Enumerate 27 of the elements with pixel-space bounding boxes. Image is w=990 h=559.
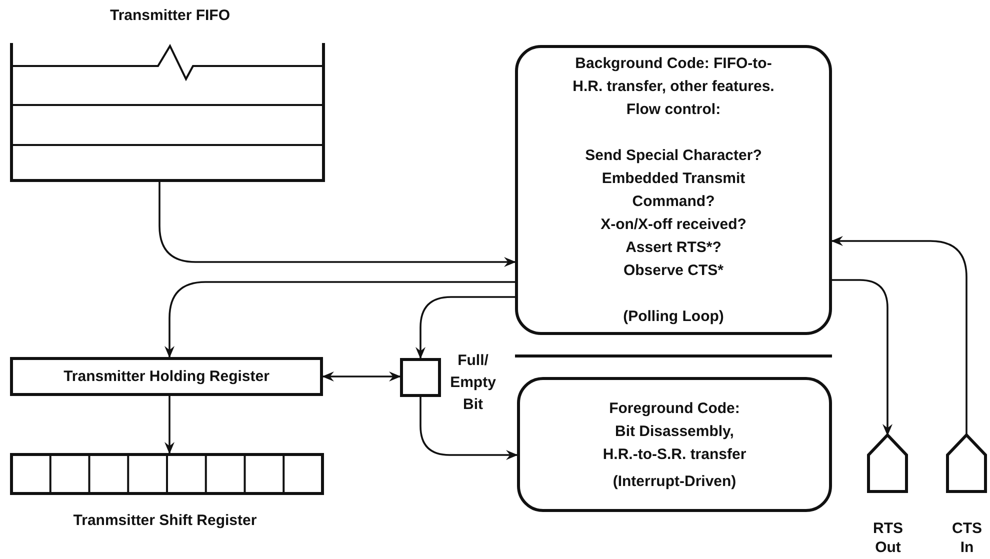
heading-text: Background Code: FIFO-to-H.R. transfer, other features. Flow control:: [572, 54, 776, 120]
arrow: [420, 397, 518, 460]
port-label: RTS Out: [872, 519, 904, 557]
arrow: [158, 182, 516, 267]
arrow: [832, 279, 892, 436]
heading-text: Foreground Code: Bit Disassembly, H.R.-to-S.R. transfer: [602, 398, 748, 464]
arrow: [164, 396, 174, 454]
port-label: CTS In: [951, 519, 983, 557]
register-box: [10, 357, 323, 396]
question-text: Observe CTS*: [623, 261, 724, 281]
heading-text: Transmitter Holding Register: [64, 367, 270, 387]
arrow: [322, 372, 401, 382]
flag-box: [400, 358, 441, 397]
register-title: Tranmsitter Shift Register: [72, 511, 258, 531]
arrow: [416, 296, 515, 359]
code-block: [517, 377, 832, 512]
fifo-title: Transmitter FIFO: [108, 6, 232, 26]
question-text: Embedded Transmit Command?: [600, 169, 746, 212]
arrow: [831, 236, 968, 435]
code-block: [515, 45, 832, 335]
question-text: X-on/X-off received?: [600, 215, 746, 235]
question-text: Send Special Character?: [585, 146, 762, 166]
question-text: Assert RTS*?: [626, 238, 722, 258]
mode-text: (Interrupt-Driven): [612, 472, 736, 492]
flag-label: Full/ Empty Bit: [449, 351, 497, 415]
arrow: [164, 281, 515, 358]
mode-text: (Polling Loop): [623, 307, 724, 327]
